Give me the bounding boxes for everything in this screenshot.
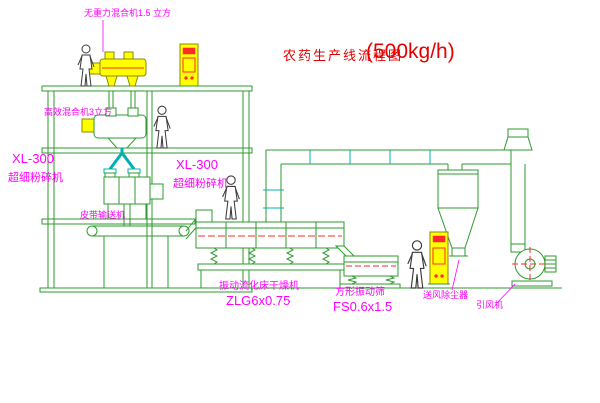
label-fan: 引风机 bbox=[476, 300, 504, 310]
exhaust-stack bbox=[503, 128, 533, 246]
ground-line bbox=[39, 287, 562, 293]
person-roof bbox=[77, 44, 95, 87]
pulverizer bbox=[103, 172, 164, 226]
label-dust-collector: 送风除尘器 bbox=[423, 290, 469, 300]
person-ground bbox=[407, 240, 427, 289]
person-second-floor bbox=[153, 105, 171, 149]
label-dryer-name: 振动流化床干燥机 bbox=[219, 281, 299, 292]
label-dryer-model: ZLG6x0.75 bbox=[226, 293, 291, 308]
vibrating-sieve bbox=[334, 245, 401, 289]
belt-conveyor bbox=[86, 215, 203, 288]
label-mid-mill-name: 超细粉碎机 bbox=[173, 178, 228, 190]
fluid-bed-dryer bbox=[195, 209, 347, 288]
rain-cap bbox=[503, 136, 533, 151]
label-second-mixer: 高效混合机3立方 bbox=[44, 107, 113, 117]
control-cabinet-ground bbox=[428, 231, 450, 285]
leader-lines bbox=[102, 20, 516, 304]
control-cabinet-top bbox=[178, 43, 200, 87]
second-floor-mixer bbox=[81, 107, 147, 149]
diagram-title: 农药生产线流程图 bbox=[283, 48, 404, 63]
label-top-mixer: 无重力混合机1.5 立方 bbox=[84, 8, 172, 18]
exhaust-duct bbox=[263, 149, 511, 222]
label-mid-mill-model: XL-300 bbox=[176, 157, 218, 172]
label-sieve-name: 方形振动筛 bbox=[335, 287, 385, 298]
diagram-title-capacity: (500kg/h) bbox=[366, 40, 455, 63]
roof-feed-pipes bbox=[108, 91, 136, 108]
top-mixer bbox=[86, 51, 147, 87]
cyclone-dust-collector bbox=[437, 169, 479, 257]
y-distribution-pipe bbox=[103, 148, 141, 174]
induced-draft-fan bbox=[510, 243, 557, 287]
label-sieve-model: FS0.6x1.5 bbox=[333, 299, 393, 314]
building-structure bbox=[41, 85, 253, 289]
label-left-mill-name: 超细粉碎机 bbox=[8, 172, 63, 184]
label-belt-conveyor: 皮带输送机 bbox=[80, 210, 126, 220]
label-left-mill-model: XL-300 bbox=[12, 151, 54, 166]
